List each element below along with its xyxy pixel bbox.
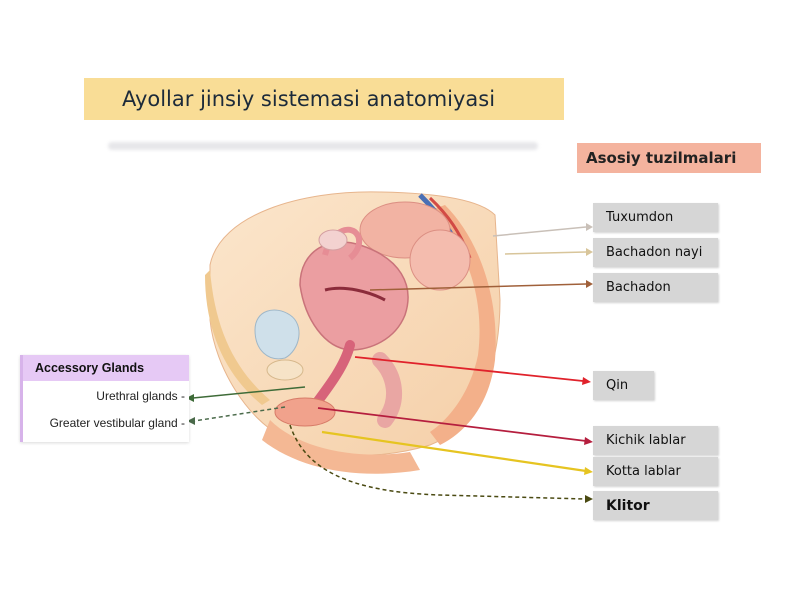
arrowhead-urethral-glands bbox=[186, 394, 194, 402]
label-bachadon-nayi: Bachadon nayi bbox=[593, 238, 718, 267]
pointer-line-bachadon-nayi bbox=[504, 251, 587, 255]
page-title: Ayollar jinsiy sistemasi anatomiyasi bbox=[122, 87, 496, 111]
arrowhead-kotta-lablar bbox=[584, 467, 593, 475]
pointer-line-bachadon bbox=[369, 283, 587, 291]
pointer-line-kotta-lablar bbox=[321, 430, 587, 473]
pubic-bone bbox=[266, 359, 304, 381]
pointer-line-klitor bbox=[289, 424, 586, 500]
arrowhead-vestibular-gland bbox=[187, 417, 195, 425]
label-text: Klitor bbox=[606, 497, 650, 514]
label-text: Bachadon nayi bbox=[606, 245, 703, 260]
accessory-glands-header: Accessory Glands bbox=[23, 355, 189, 381]
label-text: Kotta lablar bbox=[606, 464, 681, 479]
pointer-line-urethral-glands bbox=[192, 386, 306, 399]
title-banner: Ayollar jinsiy sistemasi anatomiyasi bbox=[84, 78, 564, 120]
accessory-glands-box: Accessory Glands Urethral glands - Great… bbox=[20, 355, 189, 442]
labia-area bbox=[274, 397, 336, 427]
label-text: Tuxumdon bbox=[606, 210, 674, 225]
label-bachadon: Bachadon bbox=[593, 273, 718, 302]
bladder bbox=[254, 309, 300, 360]
accessory-glands-title: Accessory Glands bbox=[35, 361, 145, 375]
urethral-glands-label: Urethral glands - bbox=[96, 389, 185, 403]
uterine-cavity bbox=[324, 286, 386, 302]
arrowhead-klitor bbox=[585, 495, 593, 503]
label-tuxumdon: Tuxumdon bbox=[593, 203, 718, 232]
label-kotta-lablar: Kotta lablar bbox=[593, 457, 718, 486]
title-underline-divider bbox=[108, 142, 538, 150]
arrowhead-kichik-lablar bbox=[584, 437, 593, 445]
vestibular-gland-label: Greater vestibular gland - bbox=[49, 416, 185, 430]
pointer-line-tuxumdon bbox=[492, 226, 587, 237]
label-text: Bachadon bbox=[606, 280, 671, 295]
thigh bbox=[262, 420, 420, 474]
label-klitor: Klitor bbox=[593, 491, 718, 520]
arrowhead-bachadon bbox=[586, 280, 593, 288]
intestine-loop bbox=[409, 229, 471, 291]
arrowhead-bachadon-nayi bbox=[586, 248, 593, 256]
label-text: Qin bbox=[606, 378, 629, 393]
pointer-line-vestibular-gland bbox=[193, 406, 286, 422]
label-kichik-lablar: Kichik lablar bbox=[593, 426, 718, 455]
back-tissue bbox=[205, 270, 270, 405]
rectum bbox=[372, 352, 403, 428]
skin-layer bbox=[430, 205, 496, 445]
structures-header-text: Asosiy tuzilmalari bbox=[586, 149, 737, 167]
arrowhead-qin bbox=[582, 377, 591, 385]
arrowhead-tuxumdon bbox=[586, 223, 593, 231]
ovary bbox=[318, 229, 348, 251]
label-text: Kichik lablar bbox=[606, 433, 686, 448]
pointer-line-qin bbox=[354, 356, 584, 382]
pointer-line-kichik-lablar bbox=[317, 407, 587, 442]
structures-header: Asosiy tuzilmalari bbox=[577, 143, 761, 173]
label-qin: Qin bbox=[593, 371, 654, 400]
